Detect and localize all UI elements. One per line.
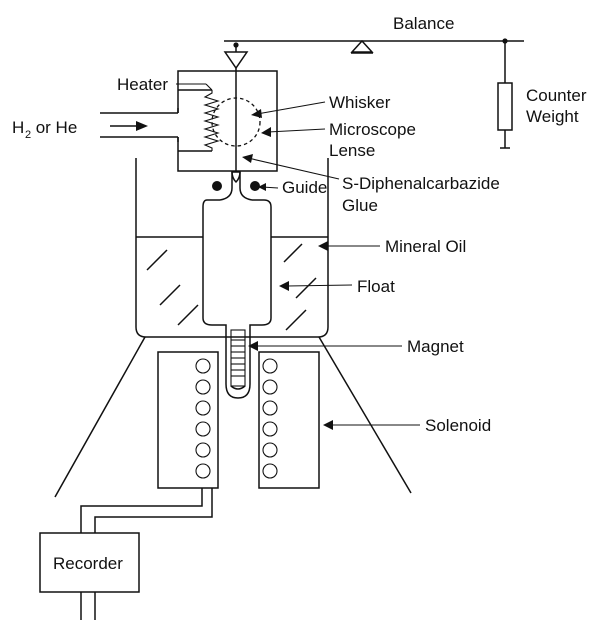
magnet-hatching [231, 339, 245, 377]
gas-inlet-arrow [110, 121, 148, 131]
glue-label-line2: Glue [342, 196, 378, 215]
solenoid-label: Solenoid [425, 416, 491, 435]
balance-label: Balance [393, 14, 454, 33]
mineral-oil-label: Mineral Oil [385, 237, 466, 256]
recorder [39, 532, 140, 620]
oil-container [135, 158, 329, 338]
solenoid [157, 351, 320, 489]
gas-label-prefix: H [12, 118, 24, 137]
glue-label-line1: S-Diphenalcarbazide [342, 174, 500, 193]
magnet-label: Magnet [407, 337, 464, 356]
heater-coil [203, 90, 220, 151]
magnet-tip [230, 385, 246, 390]
gas-label-suffix: or He [31, 118, 77, 137]
gas-label: H 2 or He [12, 118, 77, 141]
leader-lines [176, 83, 420, 430]
float-body [202, 199, 272, 399]
recorder-label: Recorder [53, 554, 123, 573]
heater-chamber [100, 70, 278, 172]
guide-label: Guide [282, 178, 327, 197]
glue-joint [231, 171, 241, 184]
gas-label-subscript: 2 [25, 129, 31, 141]
guide-rollers [212, 172, 260, 201]
recorder-wires [80, 488, 213, 533]
counter-weight-label-line2: Weight [526, 107, 579, 126]
microscope-lens-circle [211, 97, 261, 147]
float-label: Float [357, 277, 395, 296]
microscope-label-line1: Microscope [329, 120, 416, 139]
balance-beam [223, 38, 524, 70]
whisker-label: Whisker [329, 93, 391, 112]
counter-weight-label-line1: Counter [526, 86, 587, 105]
microscope-label-line2: Lense [329, 141, 375, 160]
counter-weight [497, 41, 513, 149]
heater-label: Heater [117, 75, 168, 94]
support-stand [54, 336, 412, 498]
